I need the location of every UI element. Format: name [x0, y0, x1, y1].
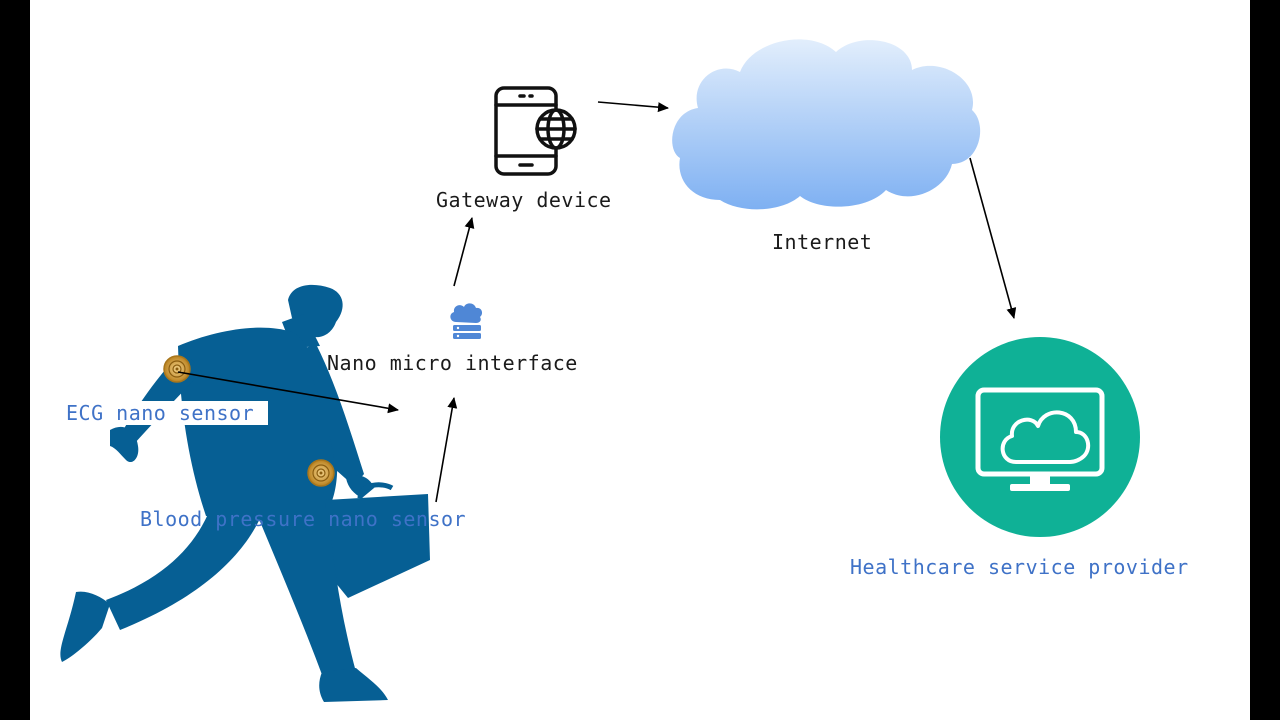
arrow-gateway-to-internet [597, 101, 669, 113]
provider-label: Healthcare service provider [850, 555, 1189, 579]
interface-label: Nano micro interface [327, 351, 578, 375]
arrow-interface-to-gateway [453, 217, 475, 287]
internet-label: Internet [772, 230, 873, 254]
gateway-label: Gateway device [436, 188, 612, 212]
monitor-cloud-icon [940, 337, 1140, 537]
ecg-sensor-icon [163, 355, 191, 383]
blood-pressure-sensor-label: Blood pressure nano sensor [140, 507, 467, 531]
arrow-ecg-to-interface [177, 371, 399, 414]
arrow-bp-to-interface [435, 397, 458, 503]
diagram-canvas: Gateway device Internet Nano micro inter… [30, 0, 1250, 720]
smartphone-globe-icon [494, 86, 577, 176]
arrow-internet-to-provider [969, 157, 1017, 319]
diagram-art [60, 39, 1140, 702]
ecg-sensor-label: ECG nano sensor [60, 401, 269, 425]
walking-businessman-figure [60, 284, 430, 702]
cloud-server-icon [450, 303, 483, 339]
blood-pressure-sensor-icon [307, 459, 335, 487]
cloud-icon [672, 39, 981, 210]
